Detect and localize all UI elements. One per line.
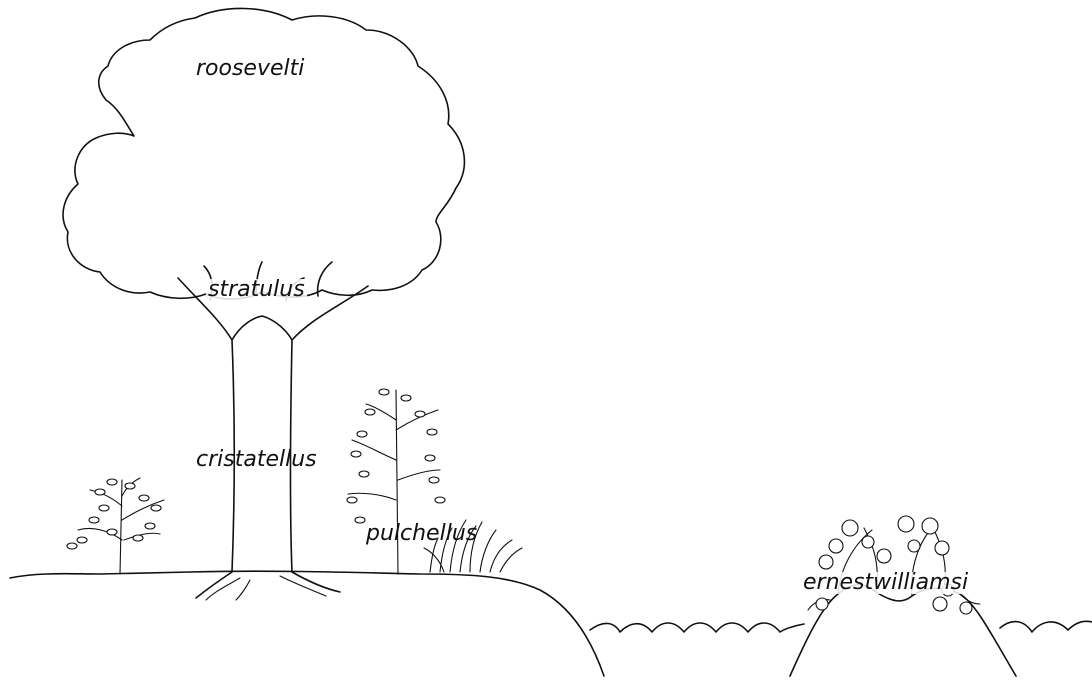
island-vines	[808, 516, 980, 614]
tall-shrub	[347, 389, 445, 574]
label-pulchellus: pulchellus	[366, 523, 477, 545]
label-stratulus: stratulus	[206, 279, 307, 301]
label-cristatellus: cristatellus	[196, 449, 317, 471]
tree-canopy	[63, 8, 464, 299]
ground-line	[10, 571, 604, 676]
tree-trunk	[178, 262, 368, 598]
label-ernestwilliamsi: ernestwilliamsi	[801, 572, 970, 594]
label-roosevelti: roosevelti	[196, 58, 304, 80]
water-line	[590, 621, 1092, 632]
small-shrub	[67, 478, 164, 574]
